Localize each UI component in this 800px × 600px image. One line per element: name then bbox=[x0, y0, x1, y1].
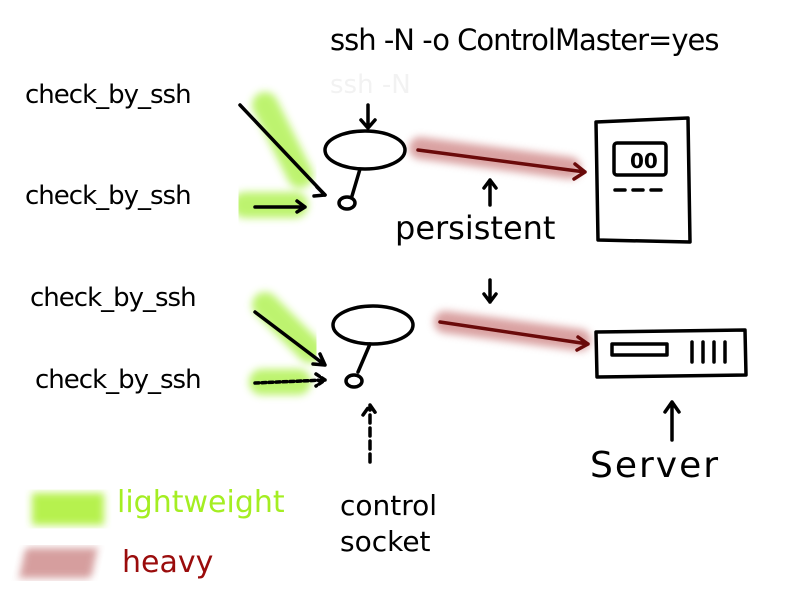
client-label: check_by_ssh bbox=[25, 181, 192, 211]
client-label: check_by_ssh bbox=[25, 80, 192, 110]
master-process-lower bbox=[331, 304, 415, 346]
server-label-arrow bbox=[663, 400, 681, 442]
connector bbox=[350, 167, 362, 198]
client-arrow bbox=[253, 310, 327, 367]
command-arrow bbox=[359, 103, 377, 130]
control-socket-label: control socket bbox=[340, 488, 437, 560]
legend-swatch-heavy bbox=[19, 548, 98, 578]
client-arrow bbox=[238, 103, 327, 197]
control-socket-upper bbox=[337, 195, 357, 211]
ghost-command-label: ssh -N bbox=[330, 70, 411, 100]
master-command-label: ssh -N -o ControlMaster=yes bbox=[330, 23, 719, 57]
legend-lightweight-label: lightweight bbox=[117, 485, 285, 520]
connector bbox=[356, 342, 372, 374]
legend-heavy-label: heavy bbox=[122, 545, 214, 580]
client-arrow bbox=[253, 199, 307, 214]
persistent-connection-arrow bbox=[416, 148, 587, 181]
persistent-arrow-down bbox=[482, 278, 498, 304]
client-arrow bbox=[253, 372, 327, 388]
persistent-arrow-up bbox=[482, 178, 498, 207]
persistent-connection-arrow bbox=[438, 320, 590, 352]
lightweight-stroke bbox=[252, 292, 323, 363]
control-socket-line2: socket bbox=[340, 525, 431, 558]
control-socket-line1: control bbox=[340, 489, 438, 522]
server-label: Server bbox=[590, 445, 721, 486]
server-rack-icon bbox=[594, 328, 748, 379]
server-rack-slot bbox=[610, 342, 669, 357]
heavy-stroke bbox=[409, 137, 581, 179]
control-socket-lower bbox=[344, 373, 364, 389]
legend-swatch-lightweight bbox=[32, 493, 104, 525]
arrow-head bbox=[312, 185, 327, 198]
server-rack-bars bbox=[690, 340, 727, 364]
persistent-label: persistent bbox=[395, 209, 556, 247]
server-display bbox=[612, 141, 668, 177]
master-process-upper bbox=[323, 129, 407, 171]
client-label: check_by_ssh bbox=[35, 365, 202, 395]
socket-label-arrow bbox=[361, 403, 379, 464]
client-label: check_by_ssh bbox=[30, 283, 197, 313]
server-tower-icon bbox=[594, 116, 692, 244]
server-display-text: 00 bbox=[630, 149, 658, 173]
